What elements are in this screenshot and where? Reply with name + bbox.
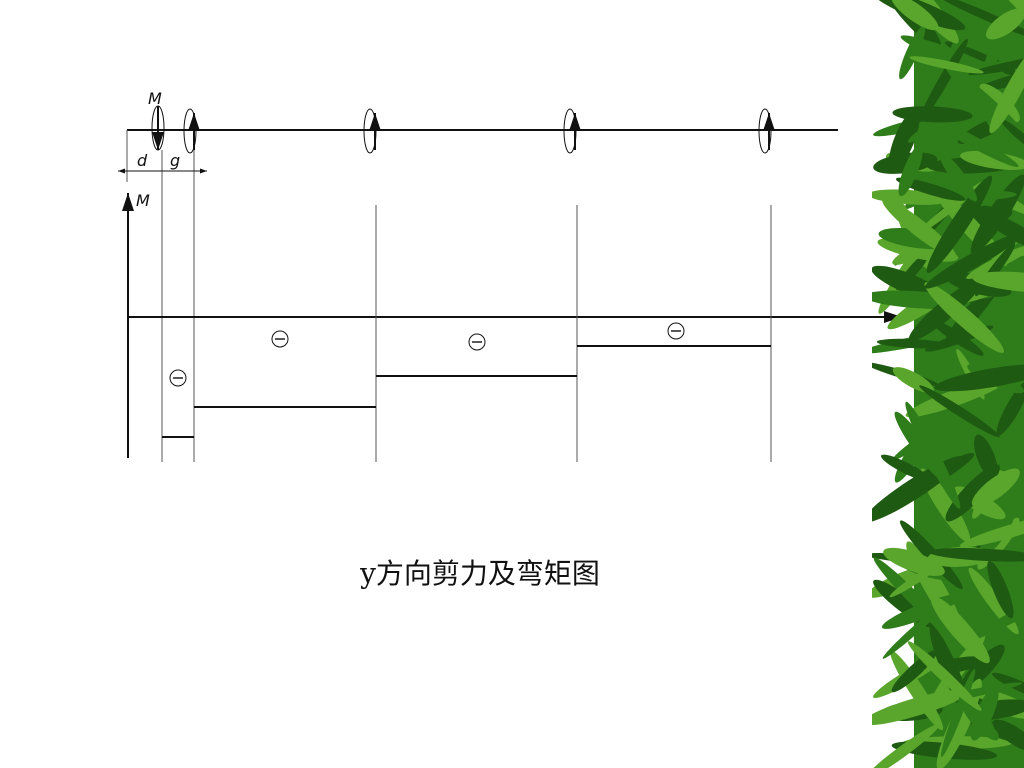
bamboo-leaf — [989, 46, 1024, 134]
bamboo-leaf — [971, 468, 1020, 508]
bamboo-leaf — [935, 424, 988, 438]
bamboo-leaf — [930, 595, 990, 664]
bamboo-leaf — [895, 177, 966, 201]
bamboo-leaf — [928, 548, 1024, 562]
bamboo-leaf — [891, 0, 939, 31]
bamboo-leaf — [872, 689, 968, 726]
bamboo-leaf — [924, 233, 1021, 289]
negative-sign-icon — [468, 333, 486, 351]
bamboo-leaf — [898, 144, 923, 197]
support-1 — [183, 108, 200, 154]
bamboo-leaf — [959, 513, 1024, 548]
negative-sign-icon — [271, 330, 289, 348]
bamboo-leaf — [996, 380, 1024, 436]
bamboo-leaves-decoration — [872, 0, 1024, 768]
bamboo-leaf — [992, 672, 1024, 700]
bamboo-leaf — [896, 251, 930, 291]
bamboo-leaf — [894, 411, 946, 482]
support-4 — [758, 108, 775, 154]
dim-d-label: d — [137, 151, 148, 170]
bamboo-leaf — [907, 641, 982, 711]
bamboo-leaf — [938, 151, 978, 202]
bamboo-leaf — [909, 56, 984, 74]
negative-sign-icon — [169, 369, 187, 387]
moment-label: M — [148, 89, 162, 108]
dim-g-label: g — [170, 151, 180, 170]
y-axis-label: M — [136, 191, 150, 210]
bamboo-leaf — [919, 385, 1000, 438]
bamboo-leaf — [924, 282, 1004, 353]
bamboo-leaf — [882, 198, 956, 258]
caption: y方向剪力及弯矩图 — [360, 557, 600, 590]
bamboo-leaf — [968, 586, 1024, 641]
bamboo-leaf — [892, 106, 973, 123]
bamboo-leaf — [934, 364, 1024, 392]
bamboo-leaf — [962, 702, 999, 741]
bamboo-leaf — [873, 557, 955, 640]
bamboo-leaf — [889, 557, 949, 598]
bamboo-leaf — [984, 460, 1024, 476]
bamboo-leaf — [923, 114, 1019, 167]
bamboo-leaf — [872, 723, 940, 768]
bamboo-leaf — [987, 560, 1014, 619]
bamboo-leaf — [992, 719, 1024, 752]
bamboo-leaf — [985, 8, 1024, 40]
bamboo-leaf — [919, 38, 968, 123]
bamboo-leaf — [1000, 118, 1024, 155]
bamboo-leaf — [880, 454, 930, 481]
support-2 — [363, 108, 381, 154]
negative-sign-icon — [667, 322, 685, 340]
support-3 — [563, 108, 581, 154]
bamboo-leaf — [993, 0, 1024, 27]
bamboo-leaf — [972, 271, 1024, 293]
